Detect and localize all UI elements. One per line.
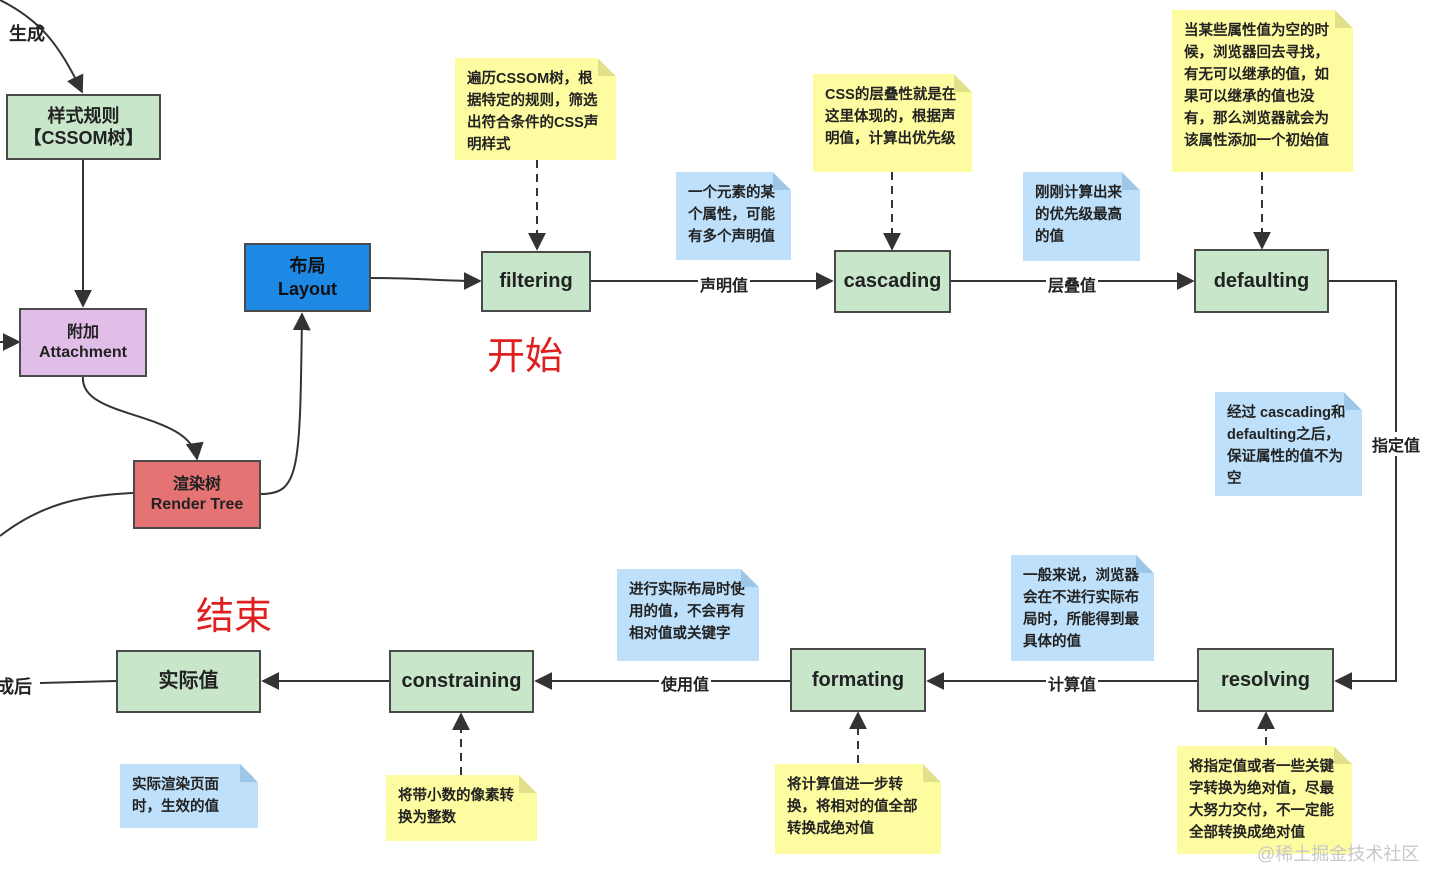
node-actual-value[interactable]: 实际值: [116, 650, 261, 713]
node-filtering[interactable]: filtering: [481, 251, 591, 312]
node-layout-line1: 布局: [289, 256, 326, 276]
edge-rendertree-to-layout: [260, 312, 311, 495]
node-constraining-label: constraining: [401, 670, 522, 692]
node-cascading[interactable]: cascading: [834, 250, 951, 313]
note-filtering: 遍历CSSOM树，根据特定的规则，筛选出符合条件的CSS声明样式: [455, 58, 616, 160]
note-fold-icon: [1136, 555, 1154, 573]
note-defaulting-text: 当某些属性值为空的时候，浏览器回去寻找，有无可以继承的值，如果可以继承的值也没有…: [1184, 23, 1329, 149]
start-label: 开始: [487, 334, 564, 378]
note-cascading: CSS的层叠性就是在这里体现的，根据声明值，计算出优先级: [813, 74, 972, 172]
edge-label-declared: 声明值: [698, 272, 751, 296]
edge-actual-to-left: [39, 680, 117, 684]
note-actual: 实际渲染页面时，生效的值: [120, 764, 258, 828]
note-fold-icon: [773, 172, 791, 190]
note-declared: 一个元素的某个属性，可能有多个声明值: [676, 172, 791, 260]
edge-defaulting-to-resolving: [1329, 280, 1397, 690]
edge-label-cascaded: 层叠值: [1046, 272, 1099, 296]
node-defaulting[interactable]: defaulting: [1194, 249, 1329, 313]
note-fold-icon: [1122, 172, 1140, 190]
note-formating: 将计算值进一步转换，将相对的值全部转换成绝对值: [775, 764, 941, 854]
note-cascaded: 刚刚计算出来的优先级最高的值: [1023, 172, 1140, 261]
note-specified: 经过 cascading和 defaulting之后，保证属性的值不为空: [1215, 392, 1362, 496]
node-formating[interactable]: formating: [790, 648, 926, 712]
note-fold-icon: [1334, 746, 1352, 764]
node-render-tree-line2: Render Tree: [150, 495, 244, 513]
note-fold-icon: [240, 764, 258, 782]
note-fold-icon: [1344, 392, 1362, 410]
node-constraining[interactable]: constraining: [389, 650, 534, 713]
note-specified-text: 经过 cascading和 defaulting之后，保证属性的值不为空: [1227, 405, 1346, 487]
node-layout[interactable]: 布局 Layout: [244, 243, 371, 312]
note-computed-text: 一般来说，浏览器会在不进行实际布局时，所能得到最具体的值: [1023, 568, 1139, 650]
note-used-text: 进行实际布局时使用的值，不会再有相对值或关键字: [629, 582, 745, 642]
note-actual-text: 实际渲染页面时，生效的值: [132, 777, 219, 815]
note-fold-icon: [741, 569, 759, 587]
note-formating-text: 将计算值进一步转换，将相对的值全部转换成绝对值: [787, 777, 918, 837]
note-filtering-text: 遍历CSSOM树，根据特定的规则，筛选出符合条件的CSS声明样式: [467, 71, 599, 153]
edge-attachment-to-rendertree: [81, 376, 204, 461]
node-cssom-line1: 样式规则: [47, 105, 120, 126]
node-resolving[interactable]: resolving: [1197, 648, 1334, 712]
edge-label-specified: 指定值: [1370, 432, 1423, 456]
node-attachment[interactable]: 附加 Attachment: [19, 308, 147, 377]
note-constraining-text: 将带小数的像素转换为整数: [398, 788, 514, 826]
note-cascading-text: CSS的层叠性就是在这里体现的，根据声明值，计算出优先级: [825, 87, 957, 147]
node-cascading-label: cascading: [843, 270, 942, 292]
node-layout-line2: Layout: [277, 278, 337, 299]
note-computed: 一般来说，浏览器会在不进行实际布局时，所能得到最具体的值: [1011, 555, 1154, 661]
note-fold-icon: [954, 74, 972, 92]
edge-left-to-rendertree: [0, 492, 134, 537]
note-constraining: 将带小数的像素转换为整数: [386, 775, 537, 841]
note-resolving: 将指定值或者一些关键字转换为绝对值，尽最大努力交付，不一定能全部转换成绝对值: [1177, 746, 1352, 854]
end-label: 结束: [196, 594, 273, 638]
node-attachment-line1: 附加: [66, 323, 99, 341]
node-attachment-line2: Attachment: [38, 343, 127, 361]
edge-label-computed: 计算值: [1046, 671, 1099, 695]
note-fold-icon: [923, 764, 941, 782]
node-formating-label: formating: [811, 668, 905, 691]
note-fold-icon: [519, 775, 537, 793]
node-cssom-line2: 【CSSOM树】: [23, 128, 144, 148]
note-cascaded-text: 刚刚计算出来的优先级最高的值: [1035, 185, 1122, 245]
node-resolving-label: resolving: [1221, 668, 1310, 691]
note-used: 进行实际布局时使用的值，不会再有相对值或关键字: [617, 569, 759, 661]
node-render-tree[interactable]: 渲染树 Render Tree: [133, 460, 261, 529]
node-filtering-label: filtering: [499, 270, 573, 292]
watermark: @稀土掘金技术社区: [1257, 844, 1420, 864]
edge-generate-to-cssom: [0, 0, 84, 94]
note-fold-icon: [598, 58, 616, 76]
node-actual-value-label: 实际值: [158, 670, 219, 692]
note-fold-icon: [1335, 10, 1353, 28]
edge-label-used: 使用值: [659, 671, 712, 695]
node-cssom[interactable]: 样式规则 【CSSOM树】: [6, 94, 161, 160]
node-render-tree-line1: 渲染树: [172, 475, 221, 493]
note-defaulting: 当某些属性值为空的时候，浏览器回去寻找，有无可以继承的值，如果可以继承的值也没有…: [1172, 10, 1353, 172]
note-declared-text: 一个元素的某个属性，可能有多个声明值: [688, 185, 775, 245]
after-label: 成后: [0, 677, 32, 697]
node-defaulting-label: defaulting: [1213, 269, 1310, 292]
note-resolving-text: 将指定值或者一些关键字转换为绝对值，尽最大努力交付，不一定能全部转换成绝对值: [1189, 759, 1334, 841]
edge-layout-to-filtering: [370, 271, 482, 290]
generate-label: 生成: [9, 24, 45, 44]
